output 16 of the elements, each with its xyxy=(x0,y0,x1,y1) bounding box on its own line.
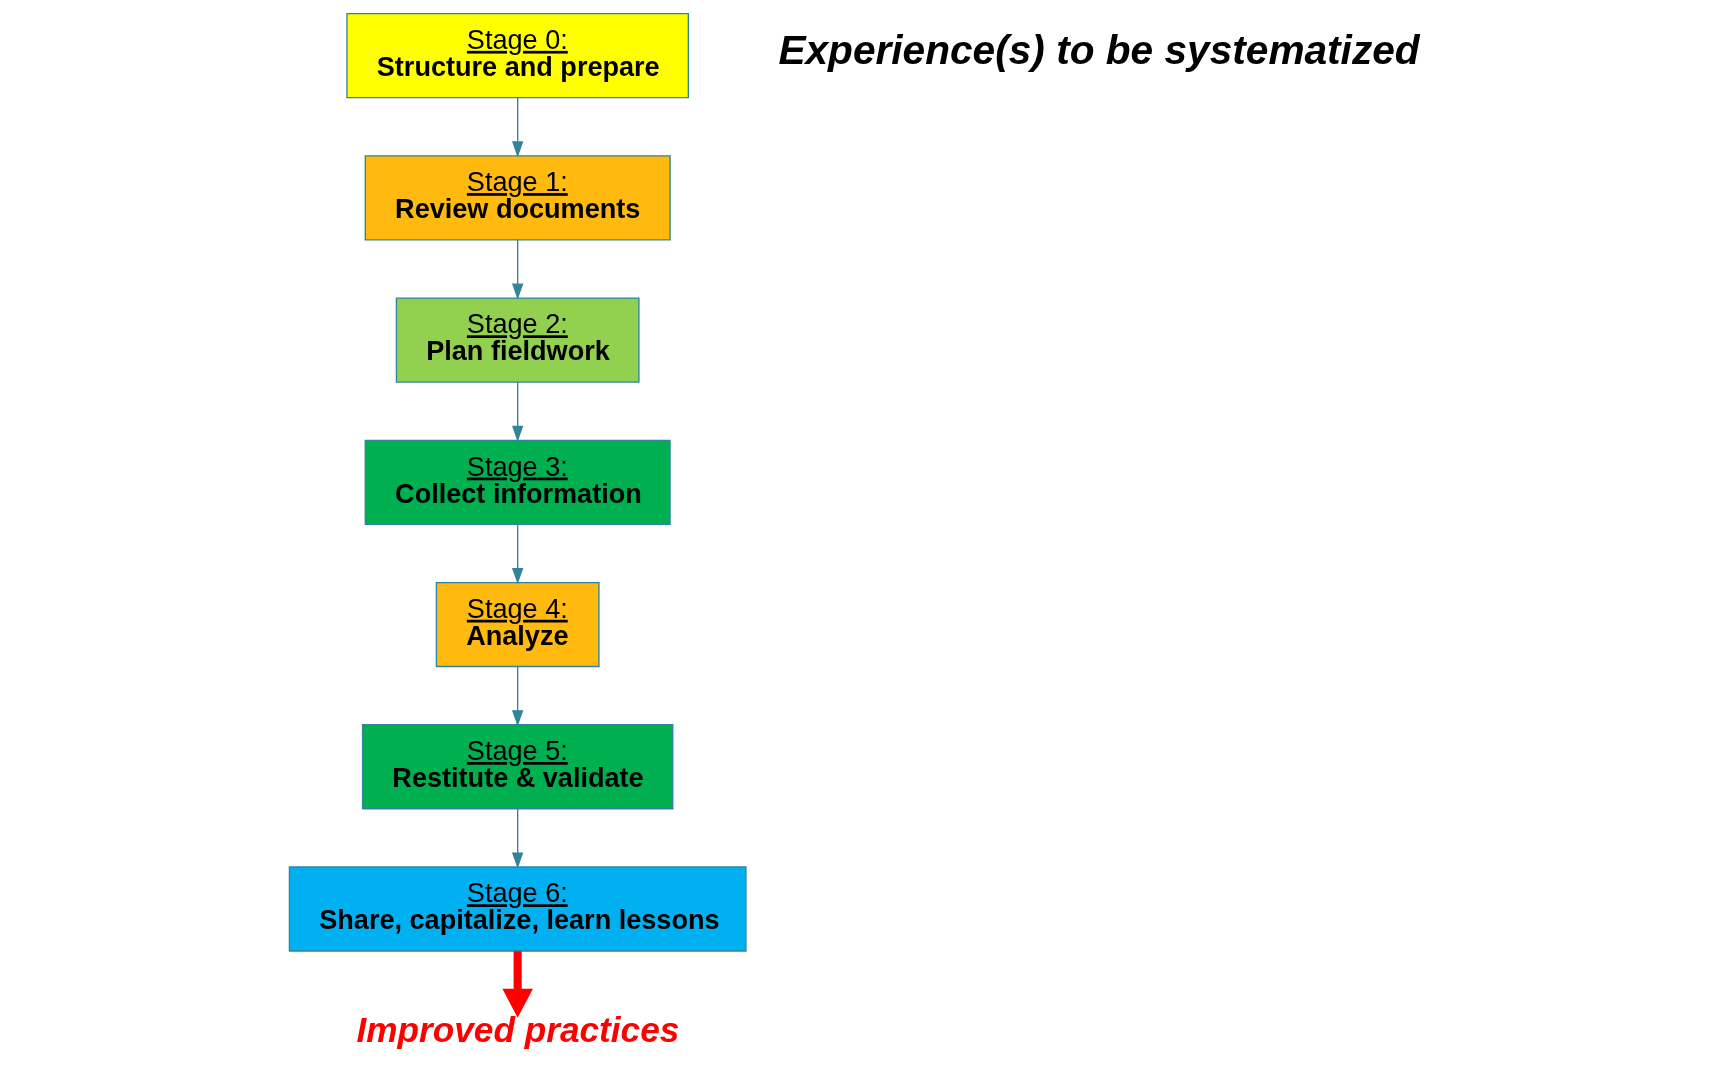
arrow xyxy=(511,523,524,585)
arrow xyxy=(511,665,524,727)
node-box: Stage 5: Restitute & validate xyxy=(361,724,674,810)
node-box: Stage 6: Share, capitalize, learn lessons xyxy=(288,866,747,952)
arrow xyxy=(511,239,524,300)
node-box: Stage 0: Structure and prepare xyxy=(346,12,690,99)
node-box: Stage 2: Plan fieldwork xyxy=(395,297,640,383)
arrow xyxy=(502,951,533,1018)
node-box: Stage 4: Analyze xyxy=(435,581,600,668)
node-box: Stage 3: Collect information xyxy=(364,439,671,525)
arrow xyxy=(511,97,524,158)
node-text: Improved practices xyxy=(356,1009,680,1049)
node-box: Stage 1: Review documents xyxy=(364,155,671,241)
arrow xyxy=(511,381,524,442)
arrow xyxy=(511,808,524,869)
label: Experience(s) to be systematized xyxy=(778,27,1420,74)
